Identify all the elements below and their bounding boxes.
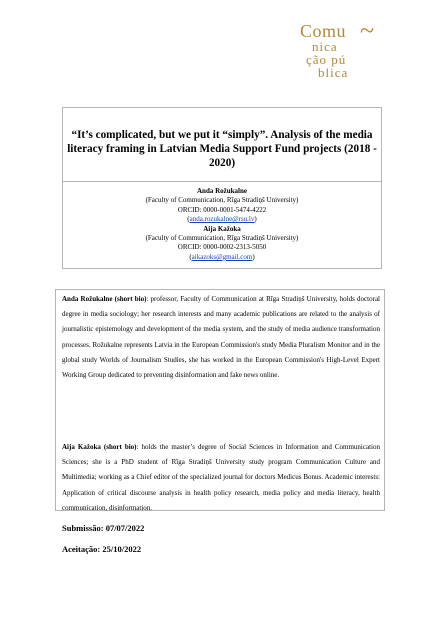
author-1-affiliation: (Faculty of Communication, Rīga Stradiņš… bbox=[145, 196, 299, 205]
bio-paragraph-1: Anda Rožukalne (short bio): professor, F… bbox=[62, 292, 380, 383]
paper-title: “It’s complicated, but we put it “simply… bbox=[67, 129, 377, 169]
title-box: “It’s complicated, but we put it “simply… bbox=[62, 107, 382, 269]
logo-line-4: blica bbox=[318, 65, 349, 80]
logo-line-2: nica bbox=[312, 39, 338, 54]
author-1-email-line: (anda.rozukalne@rsu.lv) bbox=[187, 215, 257, 224]
bio-2-text: : holds the master’s degree of Social Sc… bbox=[62, 443, 380, 512]
bio-2-name: Aija Kažoka (short bio) bbox=[62, 443, 137, 451]
bio-box: Anda Rožukalne (short bio): professor, F… bbox=[55, 289, 385, 512]
author-1-orcid: ORCID: 0000-0001-5474-4222 bbox=[177, 205, 267, 214]
title-divider bbox=[63, 181, 381, 182]
bio-paragraph-2: Aija Kažoka (short bio): holds the maste… bbox=[62, 440, 380, 516]
author-2-email-link[interactable]: aikazoks@gmail.com bbox=[191, 252, 253, 261]
logo-line-3: ção pú bbox=[306, 52, 347, 67]
author-1-email-link[interactable]: anda.rozukalne@rsu.lv bbox=[189, 215, 255, 224]
logo-line-1: Comu bbox=[300, 21, 347, 41]
logo-tilde-icon: ~ bbox=[360, 16, 375, 45]
author-2-orcid: ORCID: 0000-0002-2313-5050 bbox=[177, 243, 267, 252]
author-2-email-line: (aikazoks@gmail.com) bbox=[189, 252, 255, 261]
submission-date: Submissão: 07/07/2022 bbox=[62, 523, 145, 533]
bio-1-text: : professor, Faculty of Communication at… bbox=[62, 295, 380, 380]
author-2-affiliation: (Faculty of Communication, Rīga Stradiņš… bbox=[145, 234, 299, 243]
journal-logo: Comu ~ nica ção pú blica bbox=[298, 18, 390, 88]
bio-1-name: Anda Rožukalne (short bio) bbox=[62, 295, 147, 303]
author-2-name: Aija Kažoka bbox=[203, 224, 241, 233]
author-1-name: Anda Rožukalne bbox=[197, 187, 247, 195]
acceptance-date: Aceitação: 25/10/2022 bbox=[62, 544, 142, 554]
authors-block: Anda Rožukalne (Faculty of Communication… bbox=[63, 187, 381, 262]
